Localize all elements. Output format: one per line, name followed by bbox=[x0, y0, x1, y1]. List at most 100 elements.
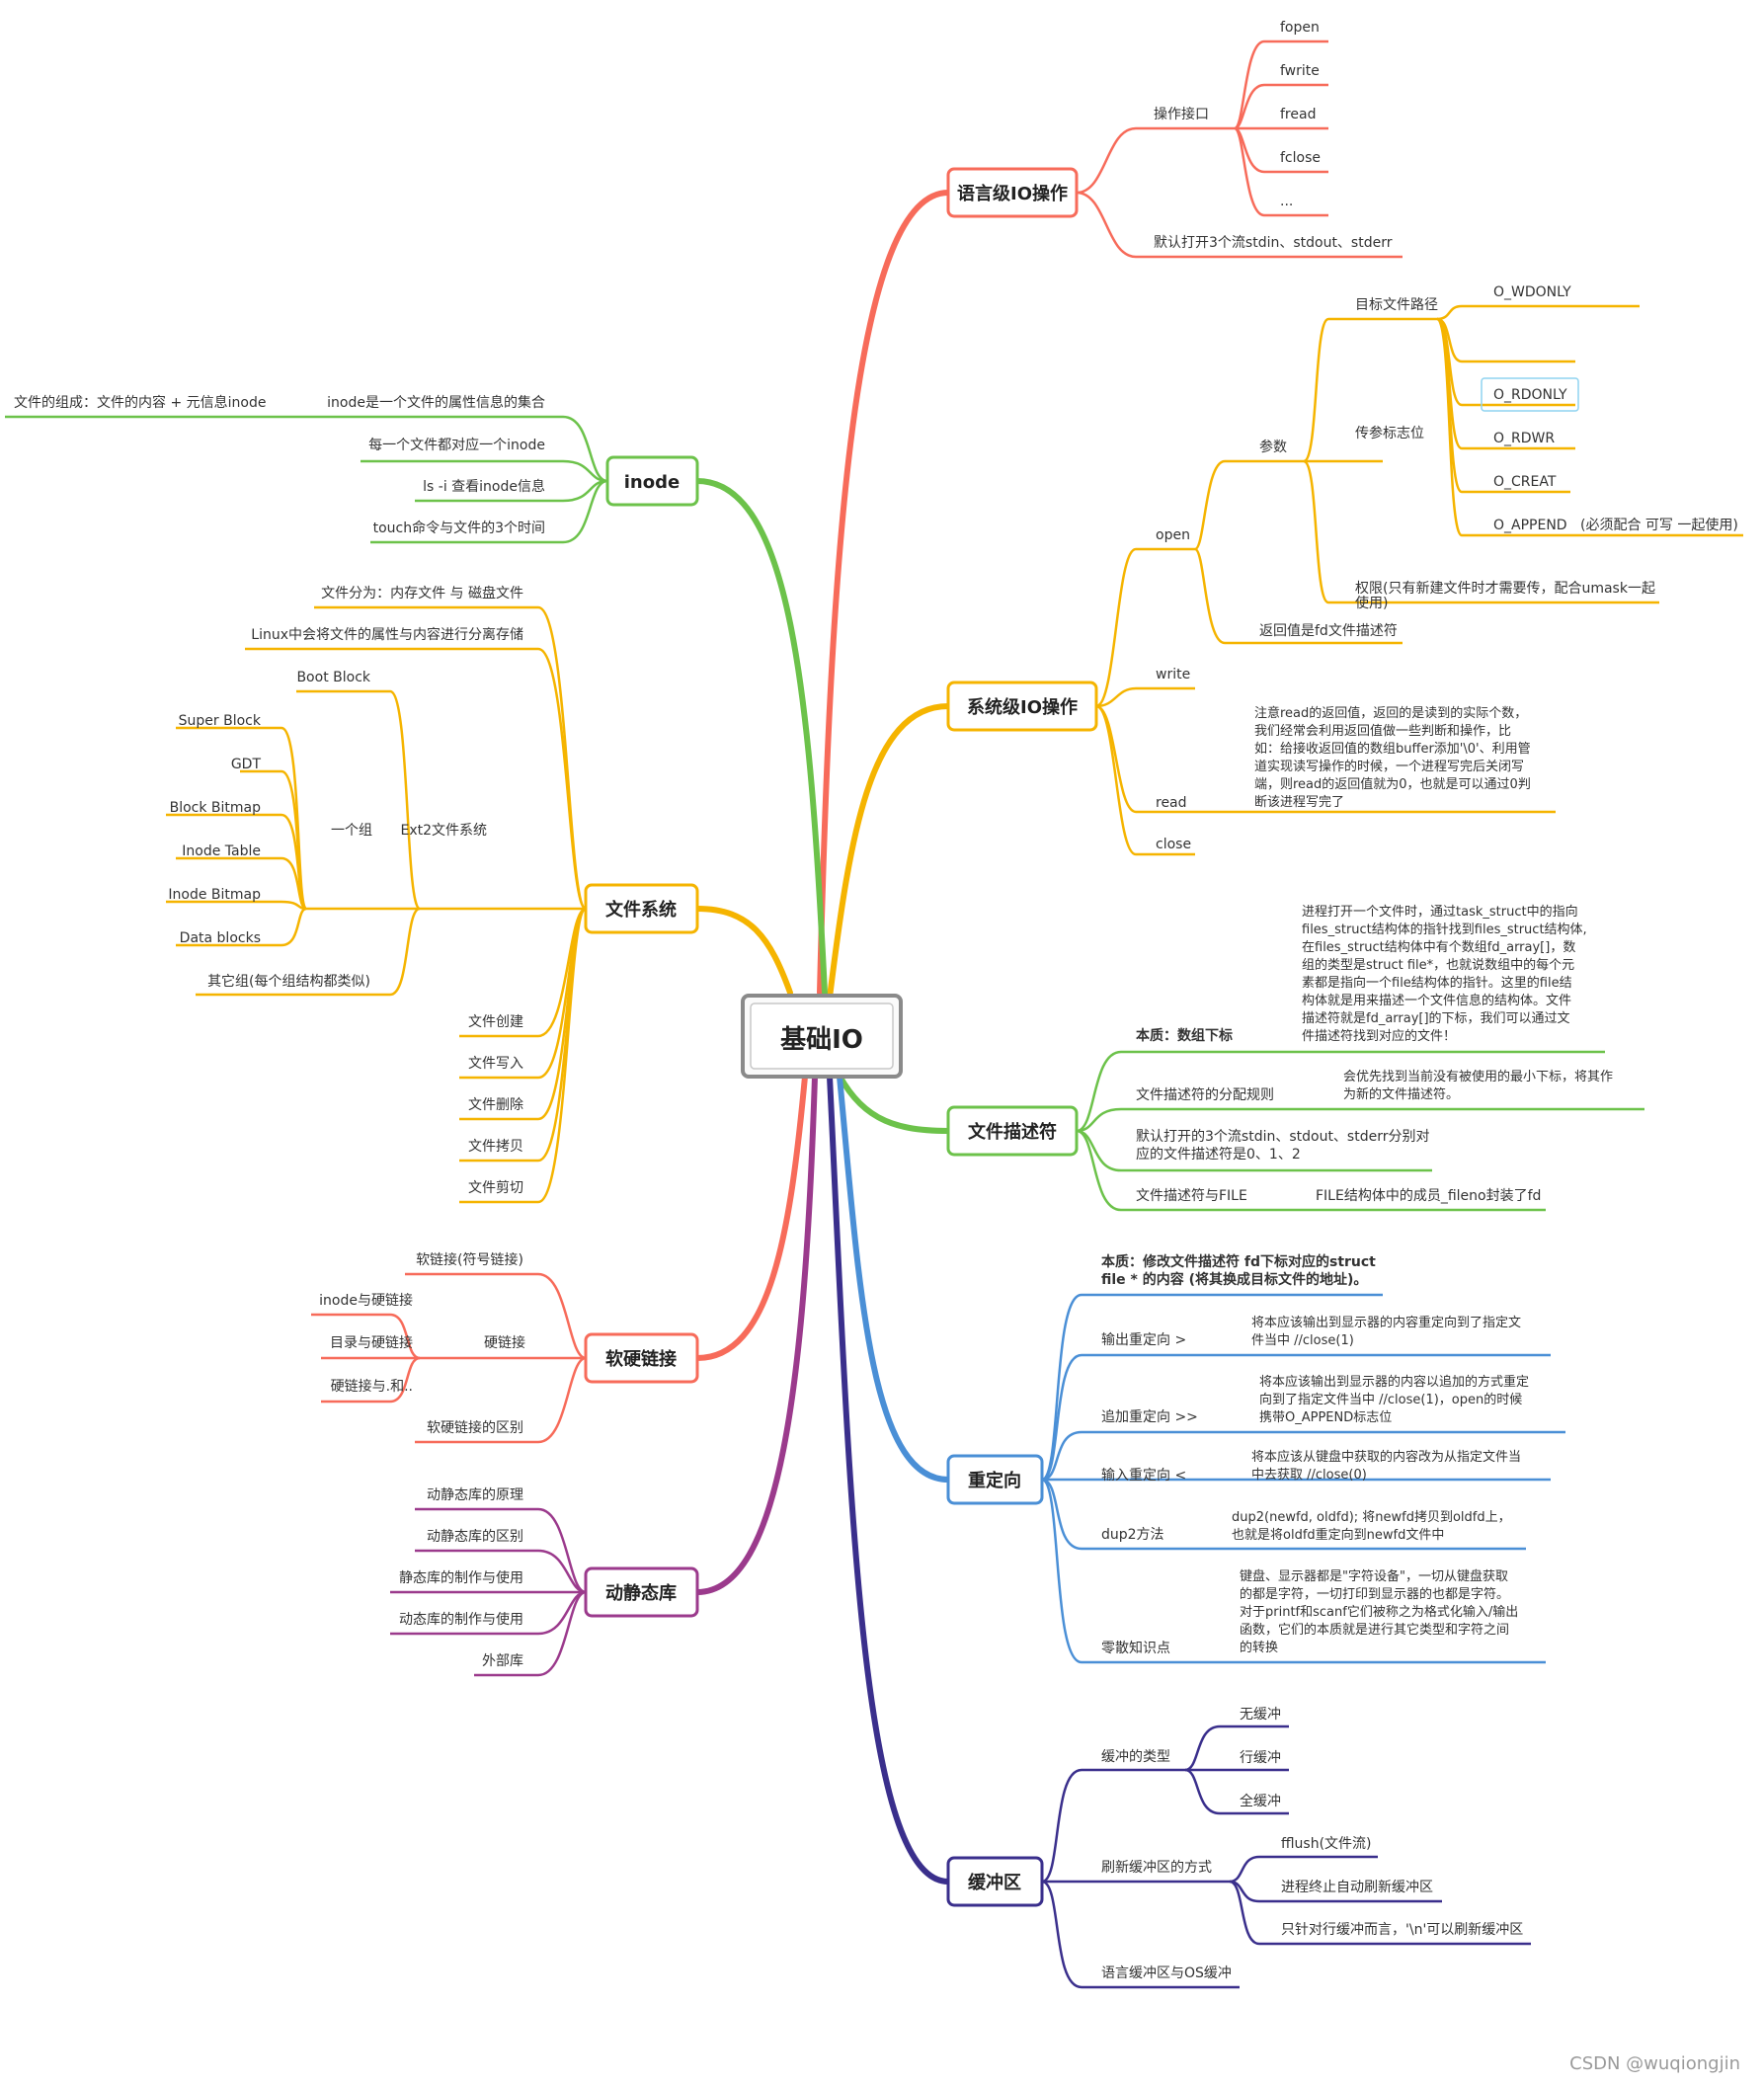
root-label: 基础IO bbox=[780, 1025, 863, 1055]
link-dots: 硬链接与.和.. bbox=[331, 1378, 413, 1395]
fs-ext2: Ext2文件系统 bbox=[400, 823, 487, 839]
node-buf[interactable] bbox=[946, 1856, 1044, 1907]
lib-ext: 外部库 bbox=[482, 1653, 523, 1669]
redir-dup-note-1: dup2(newfd, oldfd); 将newfd拷贝到oldfd上， bbox=[1232, 1510, 1511, 1525]
lib-principle: 动静态库的原理 bbox=[427, 1487, 523, 1503]
fs-delete: 文件删除 bbox=[468, 1097, 523, 1113]
buf-flush: 刷新缓冲区的方式 bbox=[1101, 1860, 1212, 1876]
sys-perm-line1: 权限(只有新建文件时才需要传，配合umask一起 bbox=[1355, 581, 1655, 597]
fs-boot: Boot Block bbox=[296, 670, 370, 685]
inode-set: inode是一个文件的属性信息的集合 bbox=[327, 394, 545, 411]
node-link-label: 软硬链接 bbox=[605, 1348, 677, 1370]
trunk-lib bbox=[694, 1074, 818, 1595]
svg-text:我们经常会利用返回值做一些判断和操作，比: 我们经常会利用返回值做一些判断和操作，比 bbox=[1254, 723, 1511, 739]
fs-copy: 文件拷贝 bbox=[468, 1139, 523, 1155]
redir-app-note-3: 携带O_APPEND标志位 bbox=[1259, 1409, 1392, 1425]
node-fs[interactable] bbox=[584, 883, 699, 934]
fs-write: 文件写入 bbox=[468, 1056, 523, 1072]
sys-rdonly-selection[interactable] bbox=[1481, 377, 1579, 412]
fs-ibitmap: Inode Bitmap bbox=[168, 887, 261, 903]
svg-text:素都是指向一个file结构体的指针。这里的file结: 素都是指向一个file结构体的指针。这里的file结 bbox=[1302, 975, 1572, 991]
root-node[interactable]: 基础IO bbox=[741, 994, 903, 1079]
lang-ops: 操作接口 bbox=[1154, 106, 1209, 122]
fd-default-1: 默认打开的3个流stdin、stdout、stderr分别对 bbox=[1136, 1128, 1430, 1145]
sys-open: open bbox=[1156, 527, 1190, 543]
trunk-lang bbox=[817, 190, 951, 996]
node-redir-label: 重定向 bbox=[968, 1470, 1021, 1491]
lang-fread: fread bbox=[1280, 107, 1316, 122]
inode-touch: touch命令与文件的3个时间 bbox=[373, 520, 545, 536]
sys-wronly: O_WDONLY bbox=[1493, 284, 1571, 300]
inode-compose: 文件的组成：文件的内容 + 元信息inode bbox=[14, 394, 266, 411]
buf-fflush: fflush(文件流) bbox=[1281, 1836, 1372, 1852]
redir-dup: dup2方法 bbox=[1101, 1527, 1164, 1543]
fs-others: 其它组(每个组结构都类似) bbox=[207, 973, 370, 990]
redir-out-note-1: 将本应该输出到显示器的内容重定向到了指定文 bbox=[1251, 1315, 1521, 1330]
node-link[interactable] bbox=[584, 1332, 699, 1384]
buf-type: 缓冲的类型 bbox=[1101, 1749, 1170, 1765]
node-lang[interactable] bbox=[946, 167, 1079, 218]
redir-dup-note-2: 也就是将oldfd重定向到newfd文件中 bbox=[1232, 1527, 1444, 1543]
redir-in-note-2: 中去获取 //close(0) bbox=[1251, 1468, 1367, 1483]
watermark: CSDN @wuqiongjin bbox=[1569, 2053, 1740, 2074]
buf-full: 全缓冲 bbox=[1240, 1793, 1281, 1809]
fs-create: 文件创建 bbox=[468, 1014, 523, 1030]
fs-super: Super Block bbox=[179, 713, 262, 729]
redir-app: 追加重定向 >> bbox=[1101, 1409, 1198, 1425]
sys-perm-line2: 使用) bbox=[1355, 595, 1388, 611]
sys-ret: 返回值是fd文件描述符 bbox=[1259, 623, 1398, 639]
fd-essence-note: 进程打开一个文件时，通过task_struct中的指向 files_struct… bbox=[1302, 904, 1587, 1044]
fd-file-note: FILE结构体中的成员_fileno封装了fd bbox=[1316, 1188, 1541, 1204]
node-inode[interactable] bbox=[605, 455, 699, 507]
node-redir[interactable] bbox=[946, 1454, 1044, 1505]
svg-text:函数，它们的本质就是进行其它类型和字符之间: 函数，它们的本质就是进行其它类型和字符之间 bbox=[1240, 1622, 1509, 1638]
node-sys[interactable] bbox=[946, 681, 1098, 732]
node-lib-label: 动静态库 bbox=[605, 1582, 677, 1604]
buf-line: 行缓冲 bbox=[1240, 1750, 1281, 1766]
sys-rdwr: O_RDWR bbox=[1493, 431, 1555, 446]
redir-out: 输出重定向 > bbox=[1101, 1332, 1186, 1348]
redir-essence-1: 本质：修改文件描述符 fd下标对应的struct bbox=[1101, 1253, 1376, 1270]
trunk-fd bbox=[832, 1064, 951, 1134]
redir-app-note-1: 将本应该输出到显示器的内容以追加的方式重定 bbox=[1259, 1374, 1529, 1390]
fd-alloc-note-2: 为新的文件描述符。 bbox=[1343, 1086, 1459, 1102]
sys-write: write bbox=[1156, 667, 1190, 682]
inode-each: 每一个文件都对应一个inode bbox=[368, 437, 545, 453]
node-fd-label: 文件描述符 bbox=[968, 1121, 1057, 1143]
sys-read: read bbox=[1156, 795, 1187, 811]
fs-data: Data blocks bbox=[180, 930, 261, 946]
sys-rdonly: O_RDONLY bbox=[1493, 387, 1567, 403]
node-lang-label: 语言级IO操作 bbox=[957, 183, 1068, 204]
sys-flags: 传参标志位 bbox=[1355, 425, 1424, 441]
buf-exit: 进程终止自动刷新缓冲区 bbox=[1281, 1880, 1433, 1895]
svg-text:进程打开一个文件时，通过task_struct中的指向: 进程打开一个文件时，通过task_struct中的指向 bbox=[1302, 904, 1578, 920]
fd-alloc-note-1: 会优先找到当前没有被使用的最小下标，将其作 bbox=[1343, 1069, 1613, 1084]
fs-split: 文件分为：内存文件 与 磁盘文件 bbox=[321, 585, 523, 602]
fs-itable: Inode Table bbox=[182, 843, 261, 859]
sys-append: O_APPEND bbox=[1493, 518, 1567, 533]
buf-os: 语言缓冲区与OS缓冲 bbox=[1101, 1966, 1232, 1981]
trunk-redir bbox=[837, 1074, 951, 1483]
node-fd[interactable] bbox=[946, 1105, 1079, 1157]
svg-text:对于printf和scanf它们被称之为格式化输入/输出: 对于printf和scanf它们被称之为格式化输入/输出 bbox=[1240, 1604, 1518, 1620]
link-dir: 目录与硬链接 bbox=[330, 1334, 413, 1351]
svg-text:描述符就是fd_array[]的下标，我们可以通过文: 描述符就是fd_array[]的下标，我们可以通过文 bbox=[1302, 1010, 1570, 1026]
svg-text:如：给接收返回值的数组buffer添加'\0'、利用管: 如：给接收返回值的数组buffer添加'\0'、利用管 bbox=[1254, 741, 1531, 757]
sys-read-note: 注意read的返回值，返回的是读到的实际个数， 我们经常会利用返回值做一些判断和… bbox=[1254, 705, 1531, 810]
svg-text:的转换: 的转换 bbox=[1240, 1640, 1278, 1655]
node-buf-label: 缓冲区 bbox=[968, 1872, 1021, 1893]
node-lib[interactable] bbox=[584, 1566, 699, 1618]
trunk-fs bbox=[694, 906, 793, 996]
fs-sep: Linux中会将文件的属性与内容进行分离存储 bbox=[251, 626, 523, 643]
buf-nl: 只针对行缓冲而言，'\n'可以刷新缓冲区 bbox=[1281, 1922, 1523, 1938]
link-inode: inode与硬链接 bbox=[319, 1292, 413, 1309]
sys-close: close bbox=[1156, 837, 1191, 852]
svg-text:道实现读写操作的时候，一个进程写完后关闭写: 道实现读写操作的时候，一个进程写完后关闭写 bbox=[1254, 759, 1524, 774]
trunk-inode bbox=[694, 478, 828, 996]
node-sys-label: 系统级IO操作 bbox=[967, 696, 1078, 718]
fs-cut: 文件剪切 bbox=[468, 1180, 523, 1196]
redir-misc-note: 键盘、显示器都是"字符设备"，一切从键盘获取 的都是字符，一切打印到显示器的也都… bbox=[1240, 1568, 1518, 1655]
sys-param: 参数 bbox=[1259, 439, 1287, 455]
